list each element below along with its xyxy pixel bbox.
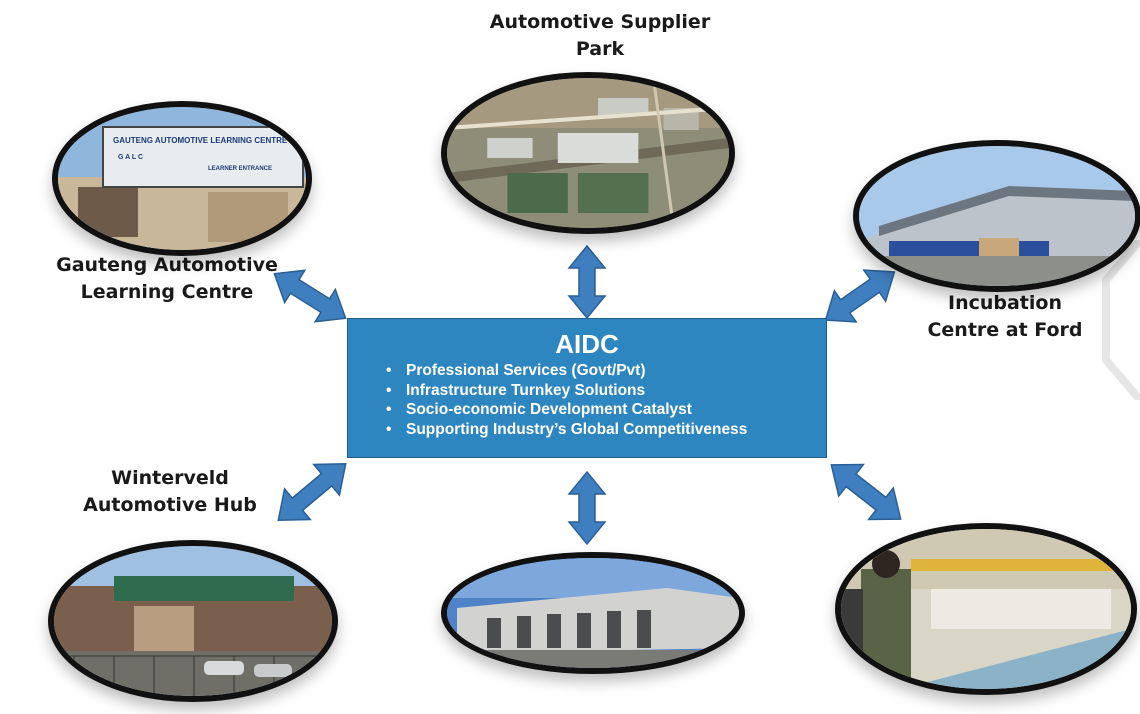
arrow-top bbox=[567, 244, 607, 320]
sign-text: GAUTENG AUTOMOTIVE LEARNING CENTRE bbox=[113, 136, 288, 145]
building-image: GAUTENG AUTOMOTIVE LEARNING CENTRE G A L… bbox=[58, 107, 306, 250]
label-line: Learning Centre bbox=[80, 281, 254, 303]
hub-item-text: Infrastructure Turnkey Solutions bbox=[406, 381, 646, 399]
label-line: Winterveld bbox=[111, 467, 229, 489]
hub-list-item: • Infrastructure Turnkey Solutions bbox=[386, 381, 747, 401]
label-line: Automotive Supplier bbox=[489, 11, 711, 33]
label-incubation-centre-at-ford: Incubation Centre at Ford bbox=[920, 290, 1090, 344]
hub-list-item: • Socio-economic Development Catalyst bbox=[386, 400, 747, 420]
hub-list-item: • Professional Services (Govt/Pvt) bbox=[386, 361, 747, 381]
photo-winterveld-automotive-hub bbox=[48, 540, 338, 702]
hub-item-text: Professional Services (Govt/Pvt) bbox=[406, 362, 646, 379]
label-line: Centre at Ford bbox=[927, 319, 1083, 341]
arrow-left-bottom bbox=[277, 462, 347, 522]
background-decoration bbox=[1102, 240, 1140, 400]
label-line: Incubation bbox=[948, 292, 1062, 314]
photo-automotive-supplier-park bbox=[441, 72, 735, 234]
aerial-view-image bbox=[447, 78, 729, 228]
label-line: Gauteng Automotive bbox=[56, 254, 278, 276]
bullet-icon: • bbox=[386, 362, 392, 379]
label-line: Automotive Hub bbox=[83, 494, 257, 516]
arrow-bottom bbox=[567, 470, 607, 546]
bullet-icon: • bbox=[386, 381, 392, 399]
sign-text: LEARNER ENTRANCE bbox=[208, 166, 272, 172]
arrow-right-bottom bbox=[830, 463, 902, 521]
hub-item-text: Socio-economic Development Catalyst bbox=[406, 401, 692, 418]
hub-title: AIDC bbox=[555, 329, 619, 359]
photo-incubation-centre-ford bbox=[853, 140, 1140, 292]
warehouse-image bbox=[859, 146, 1135, 286]
photo-centre-building bbox=[441, 552, 745, 674]
photo-assembly-line bbox=[835, 523, 1137, 695]
bullet-icon: • bbox=[386, 420, 392, 438]
factory-image bbox=[841, 529, 1131, 689]
aidc-hub-box: AIDC • Professional Services (Govt/Pvt) •… bbox=[347, 318, 827, 458]
bullet-icon: • bbox=[386, 401, 392, 418]
label-gauteng-automotive-learning-centre: Gauteng Automotive Learning Centre bbox=[52, 252, 282, 306]
label-automotive-supplier-park: Automotive Supplier Park bbox=[470, 9, 730, 63]
building-image bbox=[54, 546, 332, 696]
photo-gauteng-learning-centre: GAUTENG AUTOMOTIVE LEARNING CENTRE G A L… bbox=[52, 101, 312, 256]
hub-list-item: • Supporting Industry’s Global Competitiv… bbox=[386, 420, 747, 440]
building-image bbox=[447, 558, 739, 668]
sign-text: G A L C bbox=[118, 154, 143, 161]
hub-item-text: Supporting Industry’s Global Competitive… bbox=[406, 420, 748, 438]
hub-list: • Professional Services (Govt/Pvt) • Infra… bbox=[386, 361, 747, 439]
label-line: Park bbox=[575, 38, 625, 60]
label-winterveld-automotive-hub: Winterveld Automotive Hub bbox=[70, 465, 270, 519]
